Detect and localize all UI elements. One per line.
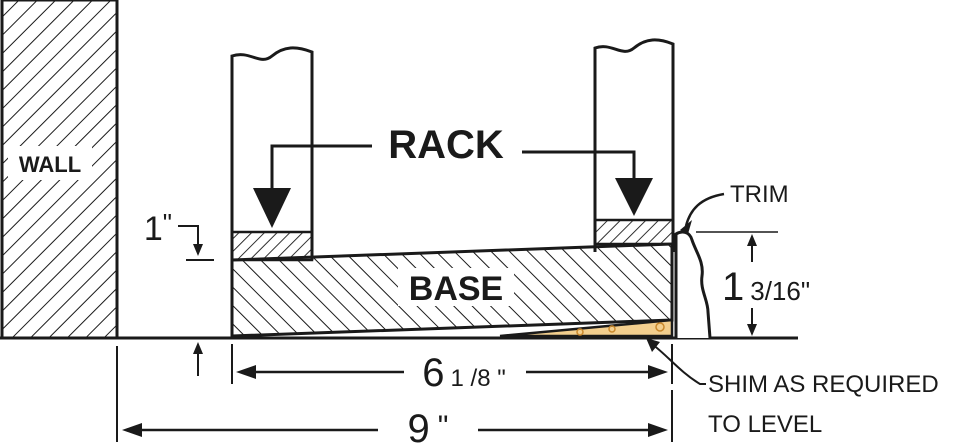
rack-offset-dimension: 1" (144, 208, 172, 248)
rack-offset-arrowhead (193, 244, 203, 256)
shim-dot (576, 328, 584, 336)
trim-leader (684, 192, 725, 227)
base-width-fraction: 1 /8 " (451, 365, 506, 392)
trim-molding (674, 230, 712, 339)
shim-leader-arrowhead (646, 338, 660, 352)
rack-leader-left (270, 144, 372, 196)
trim-height-fraction: 3/16" (750, 276, 810, 306)
rack-foot-left (230, 230, 314, 262)
rack-leader-right (522, 150, 636, 180)
rack-arrowhead-right (615, 178, 653, 216)
base-label: BASE (409, 270, 503, 308)
wall-label: WALL (19, 152, 81, 177)
base-label-box (398, 268, 514, 306)
trim-height-arrowhead-bottom (747, 324, 757, 336)
trim-label: TRIM (730, 181, 789, 208)
rack-upright-right (593, 38, 675, 252)
base-width-arrowhead-right (648, 365, 668, 379)
base-width-dimension: 6 1 /8 " (422, 351, 505, 395)
shim-leader (651, 343, 706, 385)
trim-leader-arrowhead (680, 220, 692, 234)
base-width-whole: 6 (422, 351, 444, 395)
rack-label: RACK (388, 123, 504, 167)
rack-arrowhead-left (253, 188, 291, 228)
total-width-unit: " (438, 410, 449, 443)
rack-foot-right (593, 218, 675, 246)
trim-height-arrowhead-top (747, 234, 757, 246)
floor-tick-arrowhead (193, 342, 203, 354)
base-width-arrowhead-left (236, 365, 256, 379)
rack-offset-unit: " (163, 208, 172, 238)
shim-dot (655, 322, 665, 332)
shim-label-line2: TO LEVEL (708, 411, 822, 438)
rack-offset-leader (178, 225, 199, 246)
total-width-arrowhead-right (648, 423, 668, 437)
shim-label-line1: SHIM AS REQUIRED (708, 371, 939, 398)
trim-height-whole: 1 (722, 265, 744, 309)
total-width-dimension: 9" (408, 407, 449, 445)
wall-label-box (8, 146, 92, 180)
shim-dot (608, 325, 616, 333)
total-width-whole: 9 (408, 407, 430, 445)
rack-offset-number: 1 (144, 210, 163, 248)
shim (499, 318, 674, 338)
total-width-arrowhead-left (122, 423, 142, 437)
